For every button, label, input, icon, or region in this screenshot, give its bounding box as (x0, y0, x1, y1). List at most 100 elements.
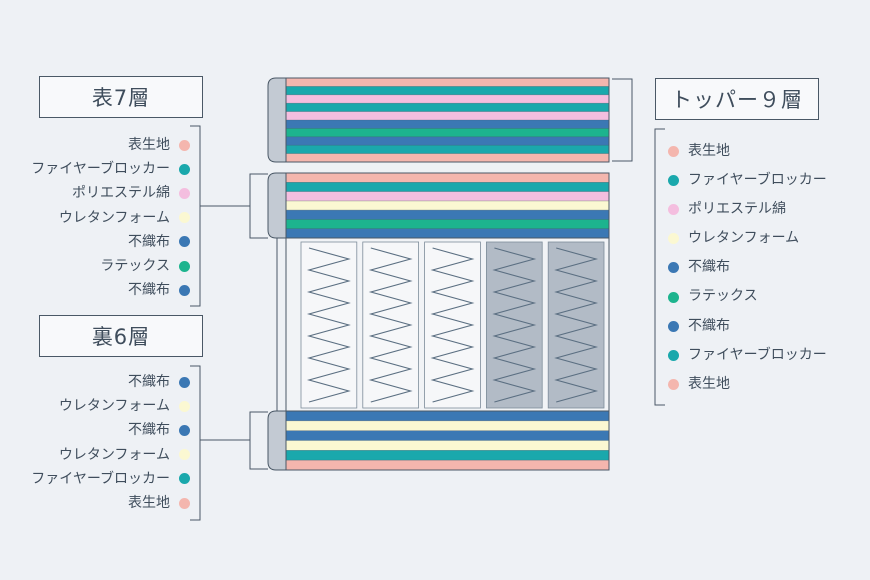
comfort-edge-cap (267, 172, 288, 239)
layer-color-dot (668, 291, 679, 303)
topper-layer-3 (286, 103, 609, 112)
layer-color-dot (179, 163, 190, 175)
top-layer-title: 表7層 (39, 76, 203, 118)
comfort-layer-5 (286, 219, 609, 229)
layer-label: ウレタンフォーム (688, 230, 800, 247)
layer-label: 表生地 (128, 137, 170, 153)
list-item: ファイヤーブロッカー (668, 341, 827, 370)
list-item: ファイヤーブロッカー (31, 157, 190, 181)
pocket-spring-coil (368, 247, 413, 403)
layer-color-dot (179, 236, 190, 248)
bottom-list-bracket (190, 365, 201, 521)
layer-color-dot (179, 449, 190, 461)
pocket-spring-coil (554, 247, 599, 403)
comfort-layer-2 (286, 191, 609, 202)
list-item: 不織布 (668, 253, 827, 282)
list-item: ファイヤーブロッカー (668, 166, 827, 195)
bottom-layer-title: 裏6層 (39, 315, 203, 357)
layer-label: ファイヤーブロッカー (31, 161, 170, 178)
topper-edge-cap (267, 77, 288, 163)
base-layer-4 (286, 450, 609, 461)
layer-color-dot (179, 473, 190, 485)
layer-label: ファイヤーブロッカー (31, 470, 170, 487)
layer-label: ウレタンフォーム (58, 209, 170, 226)
topper-connector (612, 78, 633, 162)
layer-color-dot (179, 212, 190, 224)
comfort-layer-0 (286, 173, 609, 183)
list-item: ウレタンフォーム (668, 224, 827, 253)
layer-label: ファイヤーブロッカー (688, 172, 827, 189)
list-item: ウレタンフォーム (31, 443, 190, 467)
list-item: ファイヤーブロッカー (31, 467, 190, 491)
list-item: ポリエステル綿 (668, 195, 827, 224)
pocket-spring-coil (430, 247, 475, 403)
list-item: ウレタンフォーム (31, 394, 190, 418)
layer-label: ポリエステル綿 (688, 201, 786, 218)
bottom-layer-list: 不織布ウレタンフォーム不織布ウレタンフォームファイヤーブロッカー表生地 (31, 370, 190, 515)
layer-color-dot (668, 320, 679, 332)
list-item: ウレタンフォーム (31, 206, 190, 230)
top-layer-list: 表生地ファイヤーブロッカーポリエステル綿ウレタンフォーム不織布ラテックス不織布 (31, 133, 190, 302)
layer-label: 表生地 (688, 143, 730, 159)
layer-color-dot (668, 175, 679, 187)
base-layer-3 (286, 440, 609, 451)
layer-color-dot (179, 400, 190, 412)
list-item: 表生地 (31, 133, 190, 157)
topper-layer-6 (286, 128, 609, 138)
layer-label: 不織布 (128, 422, 170, 439)
layer-label: ウレタンフォーム (58, 446, 170, 463)
topper-list-bracket (654, 128, 665, 406)
topper-layer-outline (285, 77, 610, 163)
list-item: ポリエステル綿 (31, 181, 190, 205)
layer-color-dot (668, 204, 679, 216)
layer-label: 不織布 (688, 317, 730, 334)
layer-label: ポリエステル綿 (72, 185, 170, 202)
layer-label: ラテックス (688, 288, 758, 305)
layer-label: ファイヤーブロッカー (688, 346, 827, 363)
topper-layer-7 (286, 136, 609, 146)
list-item: 不織布 (31, 370, 190, 394)
layer-label: 表生地 (128, 495, 170, 512)
layer-color-dot (668, 233, 679, 245)
layer-label: ラテックス (100, 258, 170, 275)
layer-color-dot (179, 425, 190, 436)
topper-layer-5 (286, 120, 609, 129)
layer-color-dot (179, 497, 190, 509)
top-connector (200, 173, 268, 239)
layer-label: 不織布 (688, 259, 730, 276)
base-layer-2 (286, 430, 609, 441)
layer-label: 不織布 (128, 374, 170, 390)
layer-color-dot (668, 378, 679, 390)
base-layer-0 (286, 411, 609, 422)
list-item: 表生地 (668, 370, 827, 399)
topper-layer-2 (286, 94, 609, 104)
comfort-layer-6 (286, 228, 609, 239)
topper-layer-title: トッパー９層 (655, 78, 819, 120)
topper-layer-4 (286, 111, 609, 121)
list-item: 表生地 (668, 137, 827, 166)
list-item: 不織布 (31, 230, 190, 254)
layer-color-dot (179, 139, 190, 151)
topper-layer-8 (286, 145, 609, 154)
pocket-spring-coil (306, 247, 351, 403)
layer-color-dot (668, 349, 679, 361)
pocket-spring-coil (492, 247, 537, 403)
layer-color-dot (179, 260, 190, 272)
topper-layer-list: 表生地ファイヤーブロッカーポリエステル綿ウレタンフォーム不織布ラテックス不織布フ… (668, 137, 827, 399)
layer-color-dot (179, 284, 190, 296)
list-item: ラテックス (31, 254, 190, 278)
layer-label: 不織布 (128, 233, 170, 250)
top-list-bracket (190, 125, 201, 307)
list-item: 不織布 (31, 418, 190, 442)
comfort-layer-3 (286, 200, 609, 211)
bottom-connector (200, 411, 268, 470)
list-item: 不織布 (668, 312, 827, 341)
base-edge-cap (267, 410, 288, 471)
layer-color-dot (179, 188, 190, 199)
layer-color-dot (179, 376, 190, 388)
topper-layer-1 (286, 86, 609, 96)
list-item: ラテックス (668, 282, 827, 311)
base-layer-5 (286, 460, 609, 471)
